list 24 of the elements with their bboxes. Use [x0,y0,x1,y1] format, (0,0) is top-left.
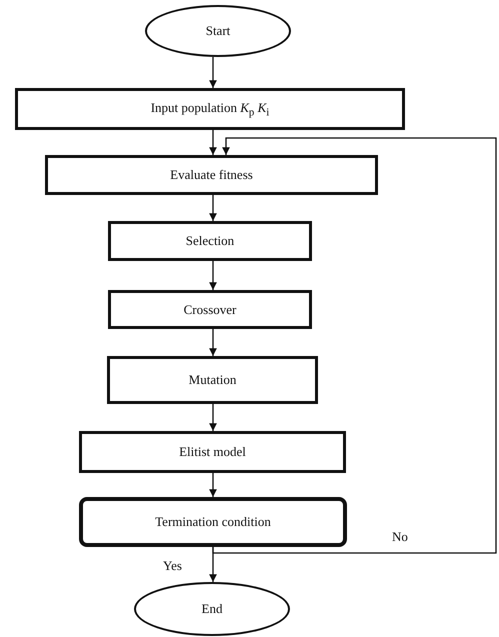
arrow [209,404,217,431]
process-box [79,431,346,473]
node-label: Evaluate fitness [170,167,253,183]
node-label: Termination condition [155,514,271,530]
arrow [209,57,217,88]
arrow [209,261,217,290]
node-label: Selection [186,233,234,249]
arrow [209,473,217,497]
arrow [209,130,217,155]
process-box [108,221,312,261]
node-label: Crossover [184,302,236,318]
node-label: End [202,601,222,617]
node-label: Start [206,23,230,39]
arrow [209,195,217,221]
condition-box [79,497,347,547]
process-box [45,155,378,195]
process-box [108,290,312,329]
arrow [212,137,497,554]
process-box [107,356,318,404]
process-box [15,88,405,130]
node-label: Elitist model [179,444,246,460]
arrow [209,329,217,356]
node-label: Mutation [188,372,236,388]
node-label: Input population K$_{p}$ K$_{i}$ [150,100,270,118]
